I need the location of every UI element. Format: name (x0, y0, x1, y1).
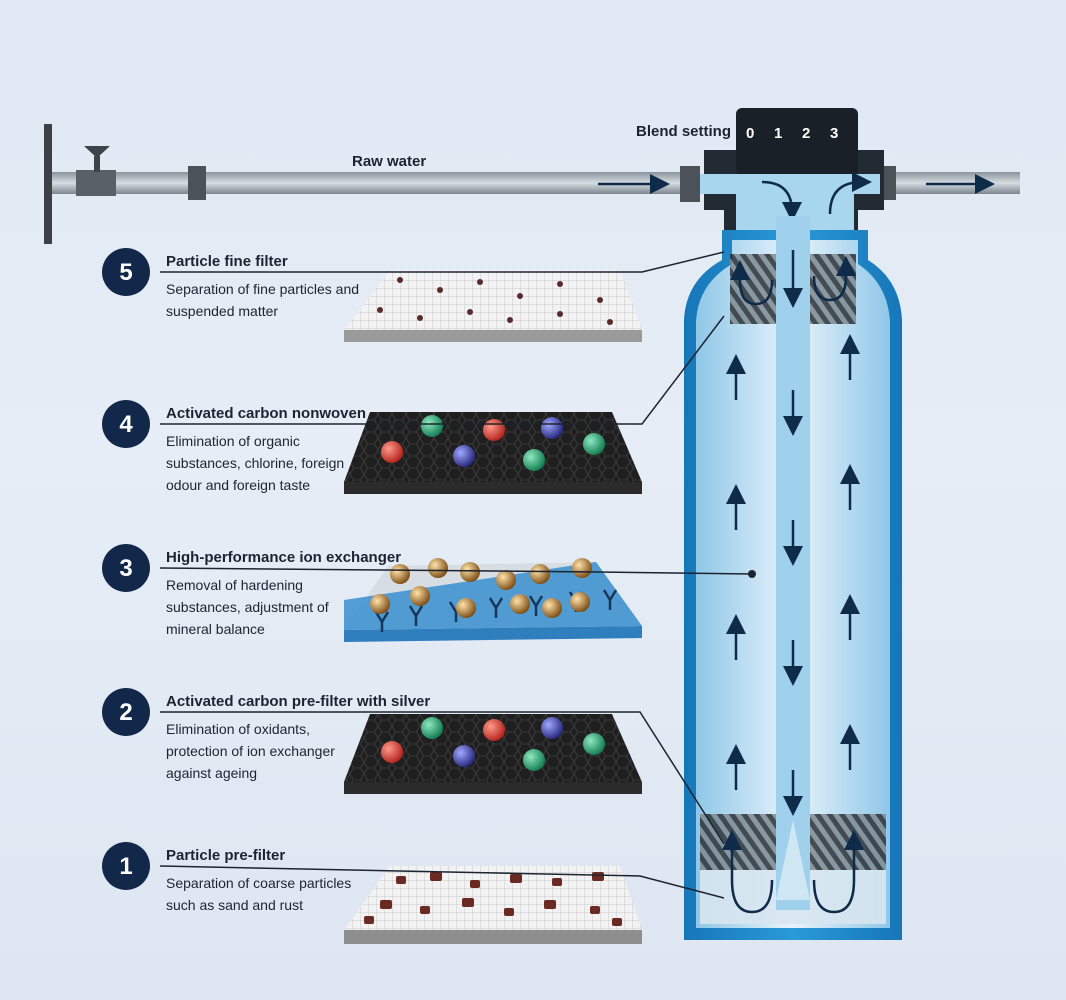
carbon-prefilter-layer (344, 714, 642, 794)
stage-title: Particle fine filter (166, 253, 288, 270)
wall-mount (44, 124, 52, 244)
stage-title: Particle pre-filter (166, 847, 285, 864)
blend-position-0[interactable]: 0 (746, 125, 754, 142)
stage-number: 4 (119, 411, 133, 438)
stage-description-line: Elimination of oxidants, (166, 721, 310, 737)
stage-description-line: against ageing (166, 765, 257, 781)
stage-number-badge (102, 400, 150, 448)
stage-description-line: mineral balance (166, 621, 265, 637)
blend-dial[interactable] (736, 108, 858, 176)
carbon-nonwoven-layer (344, 412, 642, 494)
stage-number: 1 (119, 853, 132, 880)
inlet-pipe (44, 124, 692, 244)
stage-description-line: substances, chlorine, foreign (166, 455, 344, 471)
stage-number-badge (102, 842, 150, 890)
stage-number-badge (102, 248, 150, 296)
flow-arrows (722, 250, 864, 914)
stage-number: 2 (119, 699, 132, 726)
filter-cartridge (684, 216, 902, 940)
stage-description-line: protection of ion exchanger (166, 743, 335, 759)
blend-position-2[interactable]: 2 (802, 125, 810, 142)
stage-description-line: substances, adjustment of (166, 599, 329, 615)
stage-title: Activated carbon nonwoven (166, 405, 366, 422)
blend-position-1[interactable]: 1 (774, 125, 782, 142)
leader-lines (159, 251, 753, 899)
ion-exchanger-marker (748, 570, 756, 578)
raw-water-label: Raw water (352, 153, 426, 170)
stage-description-line: Separation of coarse particles (166, 875, 351, 891)
stage-number: 3 (119, 555, 132, 582)
stage-number: 5 (119, 259, 132, 286)
outlet-pipe (878, 166, 1020, 200)
particle-prefilter-mesh (344, 866, 642, 944)
blend-position-3[interactable]: 3 (830, 125, 838, 142)
stage-description-line: odour and foreign taste (166, 477, 310, 493)
stage-description-line: Removal of hardening (166, 577, 303, 593)
stage-number-badge (102, 544, 150, 592)
ion-exchanger-layer (344, 558, 642, 642)
blend-setting-label: Blend setting (636, 123, 731, 140)
stage-description-line: suspended matter (166, 303, 278, 319)
valve-icon[interactable] (84, 146, 110, 172)
stage-2: 2 Activated carbon pre-filter with silver… (102, 688, 430, 781)
fine-filter-mesh (344, 270, 642, 342)
stage-title: Activated carbon pre-filter with silver (166, 693, 430, 710)
stage-number-badge (102, 688, 150, 736)
stage-description-line: Elimination of organic (166, 433, 300, 449)
stage-description-line: such as sand and rust (166, 897, 303, 913)
stage-title: High-performance ion exchanger (166, 549, 401, 566)
stage-description-line: Separation of fine particles and (166, 281, 359, 297)
blend-positions: 0 1 2 3 (746, 125, 838, 142)
